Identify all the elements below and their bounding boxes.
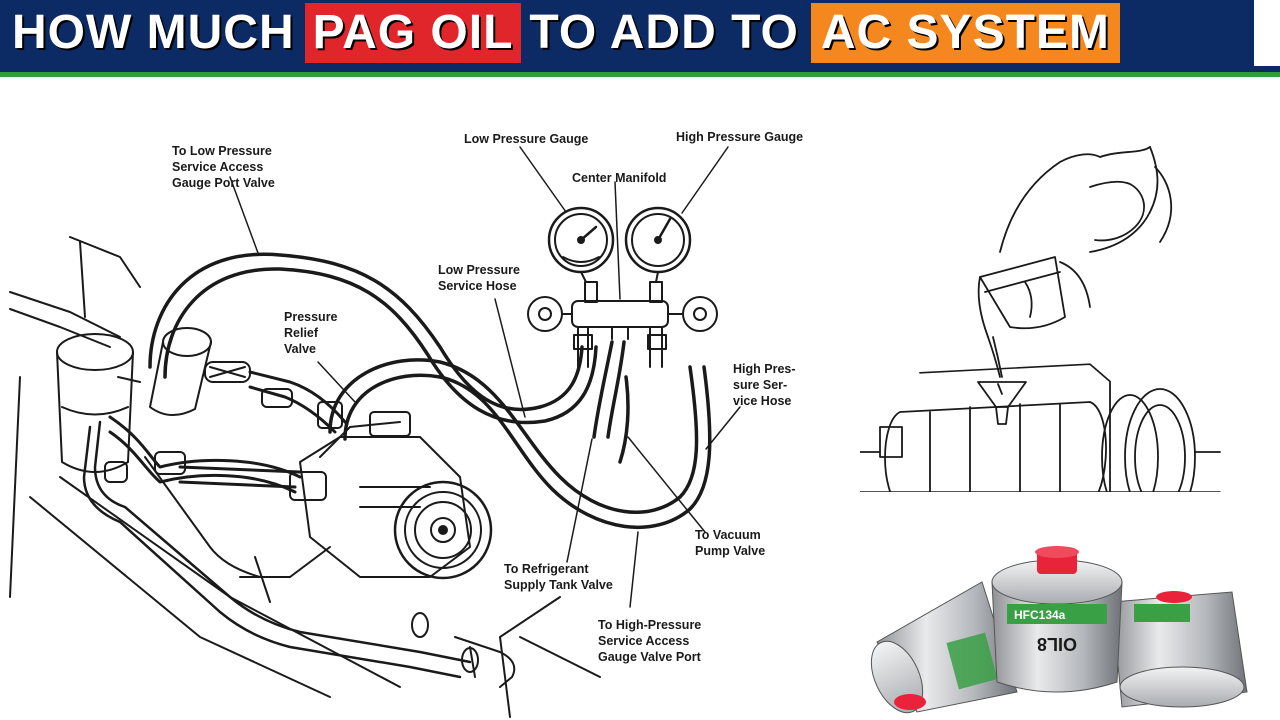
label-high-pressure-gauge: High Pressure Gauge	[676, 130, 804, 144]
pressure-relief-valve	[204, 361, 347, 434]
accumulator-canister	[56, 327, 212, 473]
high-pressure-loop-hose	[328, 358, 712, 530]
banner-edge	[1254, 0, 1280, 66]
lower-refrigerant-lines	[82, 415, 516, 688]
label-high-pressure-access: To High-Pressure Service Access Gauge Va…	[598, 618, 702, 664]
manifold-gauge-diagram	[9, 146, 741, 718]
high-pressure-gauge	[624, 206, 692, 283]
center-service-hoses	[592, 340, 630, 464]
ac-compressor	[289, 411, 493, 580]
label-center-manifold: Center Manifold	[572, 171, 667, 185]
title-row: HOW MUCH PAG OIL TO ADD TO AC SYSTEM	[12, 0, 1120, 66]
low-pressure-gauge	[547, 206, 615, 283]
can-label-hfc: HFC134a	[1014, 608, 1066, 622]
label-low-pressure-access: To Low Pressure Service Access Gauge Por…	[172, 144, 275, 190]
title-part-ac-system: AC SYSTEM	[810, 3, 1120, 63]
compressor-oil-fill-illustration	[860, 146, 1221, 492]
oil-can-right	[1111, 591, 1248, 708]
diagram-area: To Low Pressure Service Access Gauge Por…	[0, 77, 1280, 720]
manifold-body	[527, 281, 718, 368]
title-part-pag-oil: PAG OIL	[304, 3, 522, 63]
label-high-pressure-hose: High Pres- sure Ser- vice Hose	[733, 362, 796, 408]
oil-can-left	[870, 581, 1018, 714]
title-part-to-add-to: TO ADD TO	[529, 6, 799, 59]
oil-can-center: HFC134a OIL8	[991, 546, 1123, 693]
label-pressure-relief-valve: Pressure Relief Valve	[284, 310, 338, 356]
callout-leaders	[229, 146, 741, 608]
label-low-pressure-gauge: Low Pressure Gauge	[464, 132, 589, 146]
title-part-how-much: HOW MUCH	[12, 6, 295, 59]
oil-cans-photo: HFC134a OIL8	[870, 546, 1248, 714]
label-low-pressure-hose: Low Pressure Service Hose	[438, 263, 520, 293]
hand-with-beaker	[977, 146, 1173, 338]
low-pressure-loop-hose	[148, 252, 598, 425]
compressor-side-view	[860, 363, 1221, 492]
fittings	[104, 451, 327, 501]
funnel	[977, 381, 1027, 425]
label-refrigerant-tank: To Refrigerant Supply Tank Valve	[504, 562, 613, 592]
oil-stream	[987, 336, 1003, 395]
label-vacuum-pump: To Vacuum Pump Valve	[695, 528, 766, 558]
can-label-brand: OIL8	[1037, 634, 1077, 654]
title-banner: HOW MUCH PAG OIL TO ADD TO AC SYSTEM	[0, 0, 1280, 77]
